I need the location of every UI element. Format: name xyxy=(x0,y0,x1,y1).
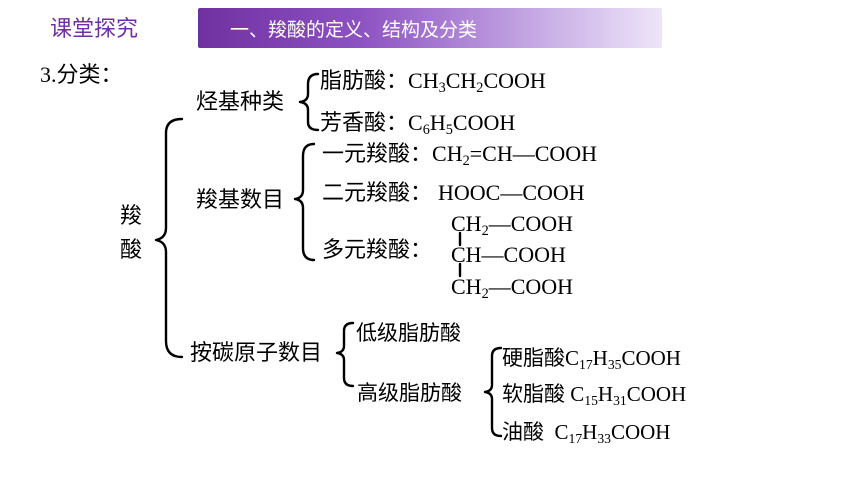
group-label-carbon: 按碳原子数目 xyxy=(190,341,323,366)
formula-subscript: 35 xyxy=(607,356,622,372)
formula-subscript: 2 xyxy=(481,223,489,239)
item-stearic-acid: 硬脂酸C17H35COOH xyxy=(502,346,681,371)
formula: C17H35COOH xyxy=(565,346,681,372)
item-oleic-acid: 油酸 C17H33COOH xyxy=(502,420,670,445)
formula-subscript: 5 xyxy=(445,122,453,138)
header-label: 课堂探究 xyxy=(50,17,139,42)
root-label-char-1: 羧 xyxy=(120,204,143,229)
formula-subscript: 2 xyxy=(481,286,489,302)
root-label-char-2: 酸 xyxy=(120,238,143,263)
formula: C17H33COOH xyxy=(544,420,671,446)
item-name: 一元羧酸： xyxy=(322,142,433,167)
hydrocarbon-brace xyxy=(298,72,320,132)
item-name: 油酸 xyxy=(502,420,544,444)
group-label-carboxyl: 羧基数目 xyxy=(196,188,285,213)
item-name: 硬脂酸 xyxy=(502,346,565,370)
poly-formula-row-1: CH2—COOH xyxy=(451,211,574,239)
formula: C15H31COOH xyxy=(565,382,687,408)
higher-fatty-brace xyxy=(483,346,503,438)
formula-subscript: 6 xyxy=(422,122,430,138)
item-monocarboxylic: 一元羧酸：CH2=CH—COOH xyxy=(322,141,597,168)
formula-subscript: 3 xyxy=(438,80,446,96)
item-name: 软脂酸 xyxy=(502,382,565,406)
item-palmitic-acid: 软脂酸 C15H31COOH xyxy=(502,382,686,407)
formula: C6H5COOH xyxy=(408,110,516,138)
formula: CH2=CH—COOH xyxy=(432,141,598,169)
item-higher-fatty-acid: 高级脂肪酸 xyxy=(357,381,462,405)
formula: HOOC—COOH xyxy=(438,180,585,205)
section-label-text: 分类： xyxy=(56,63,123,88)
carboxyl-brace xyxy=(293,142,316,262)
formula-subscript: 2 xyxy=(476,80,484,96)
title-banner xyxy=(198,8,662,48)
item-polycarboxylic: 多元羧酸： xyxy=(322,238,433,263)
formula: CH3CH2COOH xyxy=(408,68,546,96)
item-fatty-acid: 脂肪酸：CH3CH2COOH xyxy=(320,68,546,95)
carbon-brace xyxy=(335,321,355,388)
main-bracket xyxy=(154,117,184,359)
poly-formula-row-3: CH2—COOH xyxy=(451,274,574,302)
item-aromatic-acid: 芳香酸：C6H5COOH xyxy=(320,110,515,137)
formula-subscript: 15 xyxy=(584,392,598,408)
item-name: 脂肪酸： xyxy=(320,69,409,94)
item-name: 芳香酸： xyxy=(320,111,409,136)
item-dicarboxylic: 二元羧酸：HOOC—COOH xyxy=(322,180,585,207)
formula-subscript: 17 xyxy=(579,356,593,372)
formula-subscript: 33 xyxy=(597,430,611,446)
item-lower-fatty-acid: 低级脂肪酸 xyxy=(356,321,461,345)
formula-subscript: 17 xyxy=(568,430,583,446)
formula-subscript: 31 xyxy=(613,392,627,408)
banner-title: 一、羧酸的定义、结构及分类 xyxy=(230,19,478,41)
item-name: 二元羧酸： xyxy=(322,181,433,206)
section-label: 3.分类： xyxy=(40,62,123,88)
formula-subscript: 2 xyxy=(462,153,470,169)
group-label-hydrocarbon: 烃基种类 xyxy=(196,90,285,115)
poly-formula-row-2: CH—COOH xyxy=(451,242,566,267)
